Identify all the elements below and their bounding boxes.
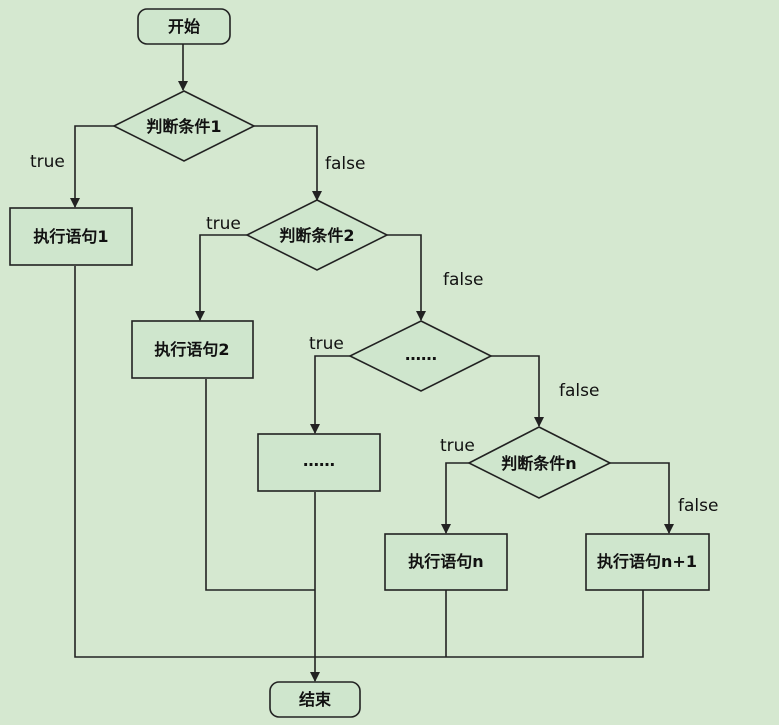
statement-n-box: 执行语句n bbox=[384, 533, 508, 591]
statement-n-plus-1-box: 执行语句n+1 bbox=[585, 533, 710, 591]
ellipsis-true-label: true bbox=[309, 334, 344, 354]
condition-1-label: 判断条件1 bbox=[146, 117, 221, 136]
edge-stmtn1-merge bbox=[315, 590, 644, 658]
edge-cond2-true bbox=[195, 234, 247, 321]
end-node: 结束 bbox=[269, 681, 361, 718]
condition-n-label: 判断条件n bbox=[501, 454, 576, 473]
edge-cn-false bbox=[610, 462, 674, 534]
edge-cond2-false bbox=[387, 234, 426, 321]
condition-1-diamond: 判断条件1 bbox=[112, 90, 256, 162]
statement-1-box: 执行语句1 bbox=[9, 207, 133, 266]
cond1-false-label: false bbox=[325, 154, 365, 174]
cond1-true-label: true bbox=[30, 152, 65, 172]
edge-labels: true false true false true false true fa… bbox=[30, 152, 718, 516]
edge-cn-true bbox=[441, 462, 469, 534]
statement-n-plus-1-label: 执行语句n+1 bbox=[597, 552, 697, 571]
edge-stmt1-merge bbox=[74, 266, 315, 658]
connectors bbox=[70, 44, 674, 682]
statement-2-label: 执行语句2 bbox=[154, 340, 229, 359]
edge-ce-false bbox=[491, 355, 544, 427]
condition-n-diamond: 判断条件n bbox=[467, 426, 612, 499]
statement-1-label: 执行语句1 bbox=[33, 227, 108, 246]
statement-ellipsis-box: …… bbox=[257, 433, 381, 492]
cond2-true-label: true bbox=[206, 214, 241, 234]
condition-ellipsis-label: …… bbox=[405, 345, 437, 364]
condition-ellipsis-diamond: …… bbox=[348, 320, 493, 392]
edge-stmt2-merge bbox=[205, 379, 315, 591]
condition-2-diamond: 判断条件2 bbox=[245, 199, 389, 271]
edge-cond1-true bbox=[70, 125, 114, 208]
cond2-false-label: false bbox=[443, 270, 483, 290]
condition-2-label: 判断条件2 bbox=[279, 226, 354, 245]
condn-true-label: true bbox=[440, 436, 475, 456]
ellipsis-false-label: false bbox=[559, 381, 599, 401]
statement-ellipsis-label: …… bbox=[303, 451, 335, 470]
start-label: 开始 bbox=[168, 17, 200, 36]
edge-ce-true bbox=[310, 355, 350, 434]
statement-n-label: 执行语句n bbox=[408, 552, 483, 571]
end-label: 结束 bbox=[298, 690, 332, 709]
statement-2-box: 执行语句2 bbox=[131, 320, 254, 379]
start-node: 开始 bbox=[137, 8, 231, 45]
edge-cond1-false bbox=[254, 125, 322, 201]
condn-false-label: false bbox=[678, 496, 718, 516]
